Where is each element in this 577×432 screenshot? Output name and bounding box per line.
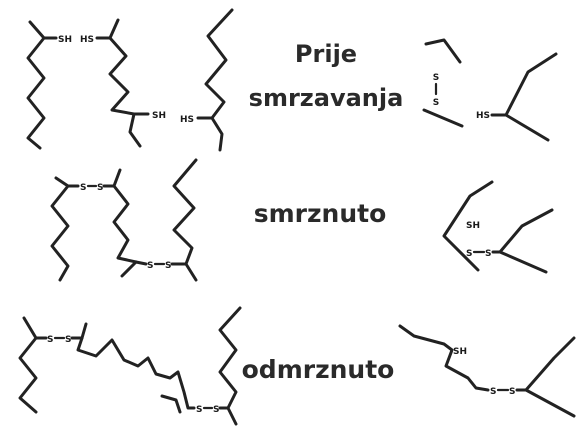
protein-chain [504, 52, 558, 142]
row-before-freezing: SH HS SH HS Prije smrzavanja S S HS [26, 8, 558, 152]
sulfur-label: S [213, 405, 219, 415]
protein-chain [112, 168, 148, 266]
protein-chain [442, 180, 494, 272]
protein-chain [424, 38, 462, 64]
sulfur-label: S [485, 249, 491, 259]
sulfur-label: S [65, 335, 71, 345]
protein-chain [172, 158, 198, 282]
stage-label-line: Prije [295, 40, 357, 68]
protein-chain [18, 316, 38, 414]
sulfur-label: S [466, 249, 472, 259]
sulfur-label: S [433, 73, 439, 83]
sulfur-label: S [147, 261, 153, 271]
protein-chain [160, 394, 182, 414]
sulfur-label: S [433, 98, 439, 108]
protein-chain [422, 108, 464, 128]
protein-chain [218, 306, 242, 426]
sulfur-label: S [97, 183, 103, 193]
sulfur-label: S [165, 261, 171, 271]
thiol-label: HS [180, 115, 194, 125]
thiol-label: HS [476, 111, 490, 121]
sulfur-label: S [80, 183, 86, 193]
thiol-label: SH [58, 35, 72, 45]
protein-chain [76, 322, 196, 410]
thiol-label: HS [80, 35, 94, 45]
protein-chain [128, 112, 142, 148]
sulfur-label: S [196, 405, 202, 415]
row-thawed: S S S S odmrznuto SH S S [18, 306, 576, 426]
protein-chain [120, 260, 138, 278]
sulfur-label: S [490, 387, 496, 397]
protein-chain [204, 8, 234, 152]
stage-label-line: odmrznuto [242, 355, 395, 384]
thiol-label: SH [152, 111, 166, 121]
sulfur-label: S [47, 335, 53, 345]
row-frozen: S S S S smrznuto SH S S [50, 158, 554, 282]
stage-label-line: smrznuto [254, 199, 387, 228]
protein-chain [498, 208, 554, 274]
protein-chain [398, 324, 490, 392]
stage-label-line: smrzavanja [249, 84, 404, 112]
protein-chain [108, 18, 150, 116]
sulfur-label: S [509, 387, 515, 397]
protein-chain [524, 336, 576, 418]
thiol-label: SH [466, 221, 480, 231]
thiol-label: SH [453, 347, 467, 357]
protein-chain [50, 176, 70, 282]
protein-chain [26, 20, 46, 150]
